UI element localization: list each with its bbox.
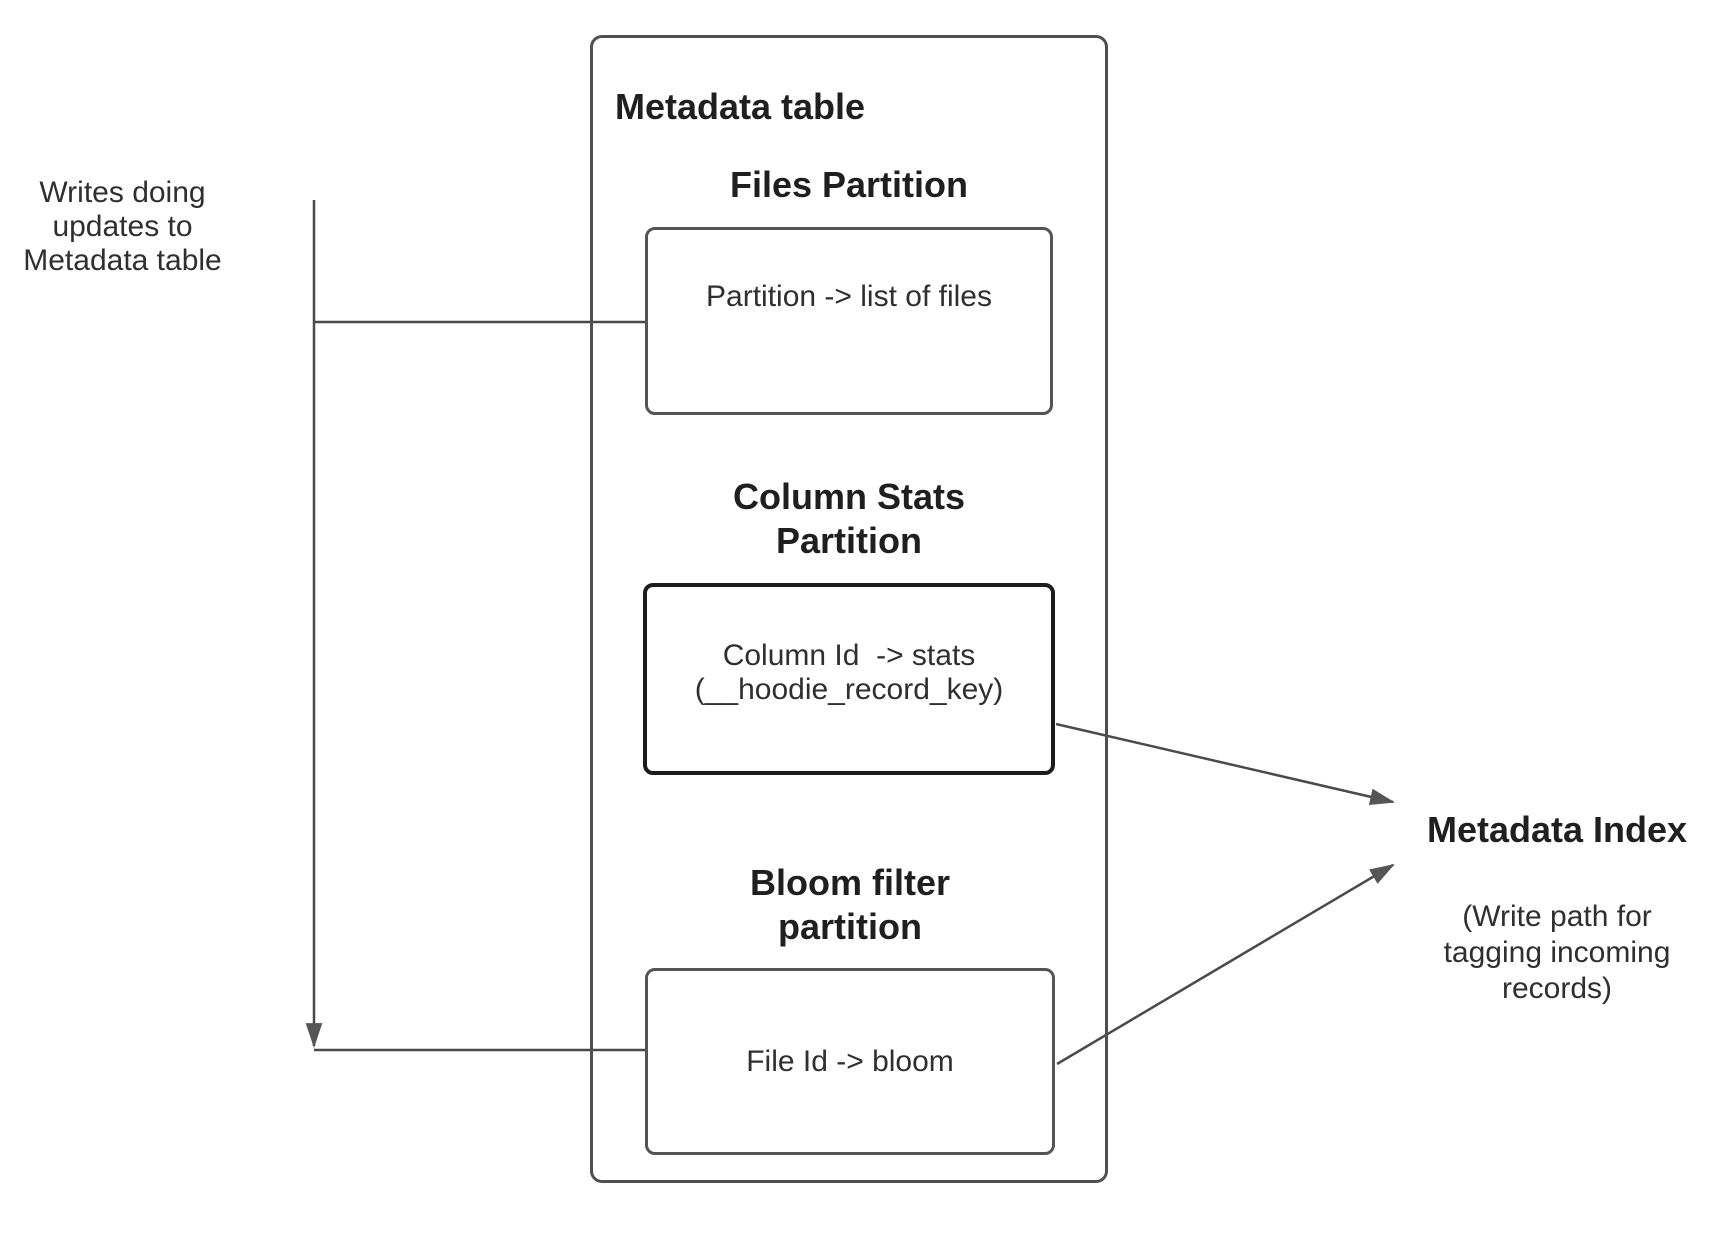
metadata-index-subtitle: (Write path for tagging incoming records… [1443,900,1671,1005]
bloom-filter-partition-heading: Bloom filter partition [749,862,950,947]
files-partition-mapping: Partition -> list of files [706,280,992,313]
metadata-index-title: Metadata Index [1426,809,1688,850]
stats-to-index-arrow [1055,722,1396,805]
metadata-table-box [590,35,1108,1183]
bloom-filter-partition-mapping: File Id -> bloom [746,1045,954,1078]
column-stats-partition-box [643,583,1055,775]
column-stats-partition-mapping: Column Id -> stats (__hoodie_record_key) [694,639,1004,706]
writes-updates-label: Writes doing updates to Metadata table [23,176,222,277]
files-partition-heading: Files Partition [729,164,969,205]
metadata-table-title: Metadata table [615,86,866,127]
files-partition-box [645,227,1053,415]
bloom-filter-partition-box [645,968,1055,1155]
bloom-to-index-arrow [1056,863,1395,1066]
column-stats-partition-heading: Column Stats Partition [732,476,965,561]
